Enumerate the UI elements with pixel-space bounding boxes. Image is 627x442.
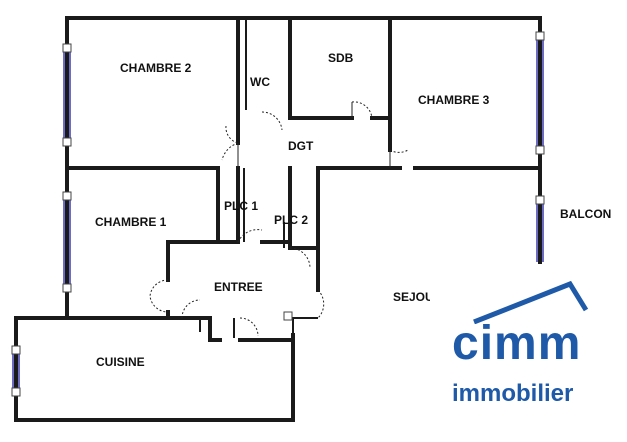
label-dgt: DGT bbox=[288, 139, 314, 153]
house-roof-icon bbox=[473, 280, 589, 324]
logo-subtitle: immobilier bbox=[452, 380, 574, 407]
cimm-logo: cimm immobilier bbox=[430, 266, 627, 426]
label-chambre-3: CHAMBRE 3 bbox=[418, 93, 490, 107]
label-entree: ENTREE bbox=[214, 280, 263, 294]
interior-walls bbox=[65, 16, 542, 342]
doors bbox=[149, 101, 409, 337]
label-plc-1: PLC 1 bbox=[224, 199, 258, 213]
label-chambre-2: CHAMBRE 2 bbox=[120, 61, 192, 75]
label-wc: WC bbox=[250, 75, 270, 89]
label-cuisine: CUISINE bbox=[96, 355, 145, 369]
room-labels: CHAMBRE 2 WC SDB CHAMBRE 3 DGT PLC 1 PLC… bbox=[95, 51, 611, 369]
label-chambre-1: CHAMBRE 1 bbox=[95, 215, 167, 229]
label-balcon: BALCON bbox=[560, 207, 611, 221]
label-plc-2: PLC 2 bbox=[274, 213, 308, 227]
exterior-walls bbox=[14, 16, 542, 422]
logo-brand: cimm bbox=[452, 317, 582, 370]
label-sdb: SDB bbox=[328, 51, 354, 65]
windows bbox=[11, 31, 545, 397]
